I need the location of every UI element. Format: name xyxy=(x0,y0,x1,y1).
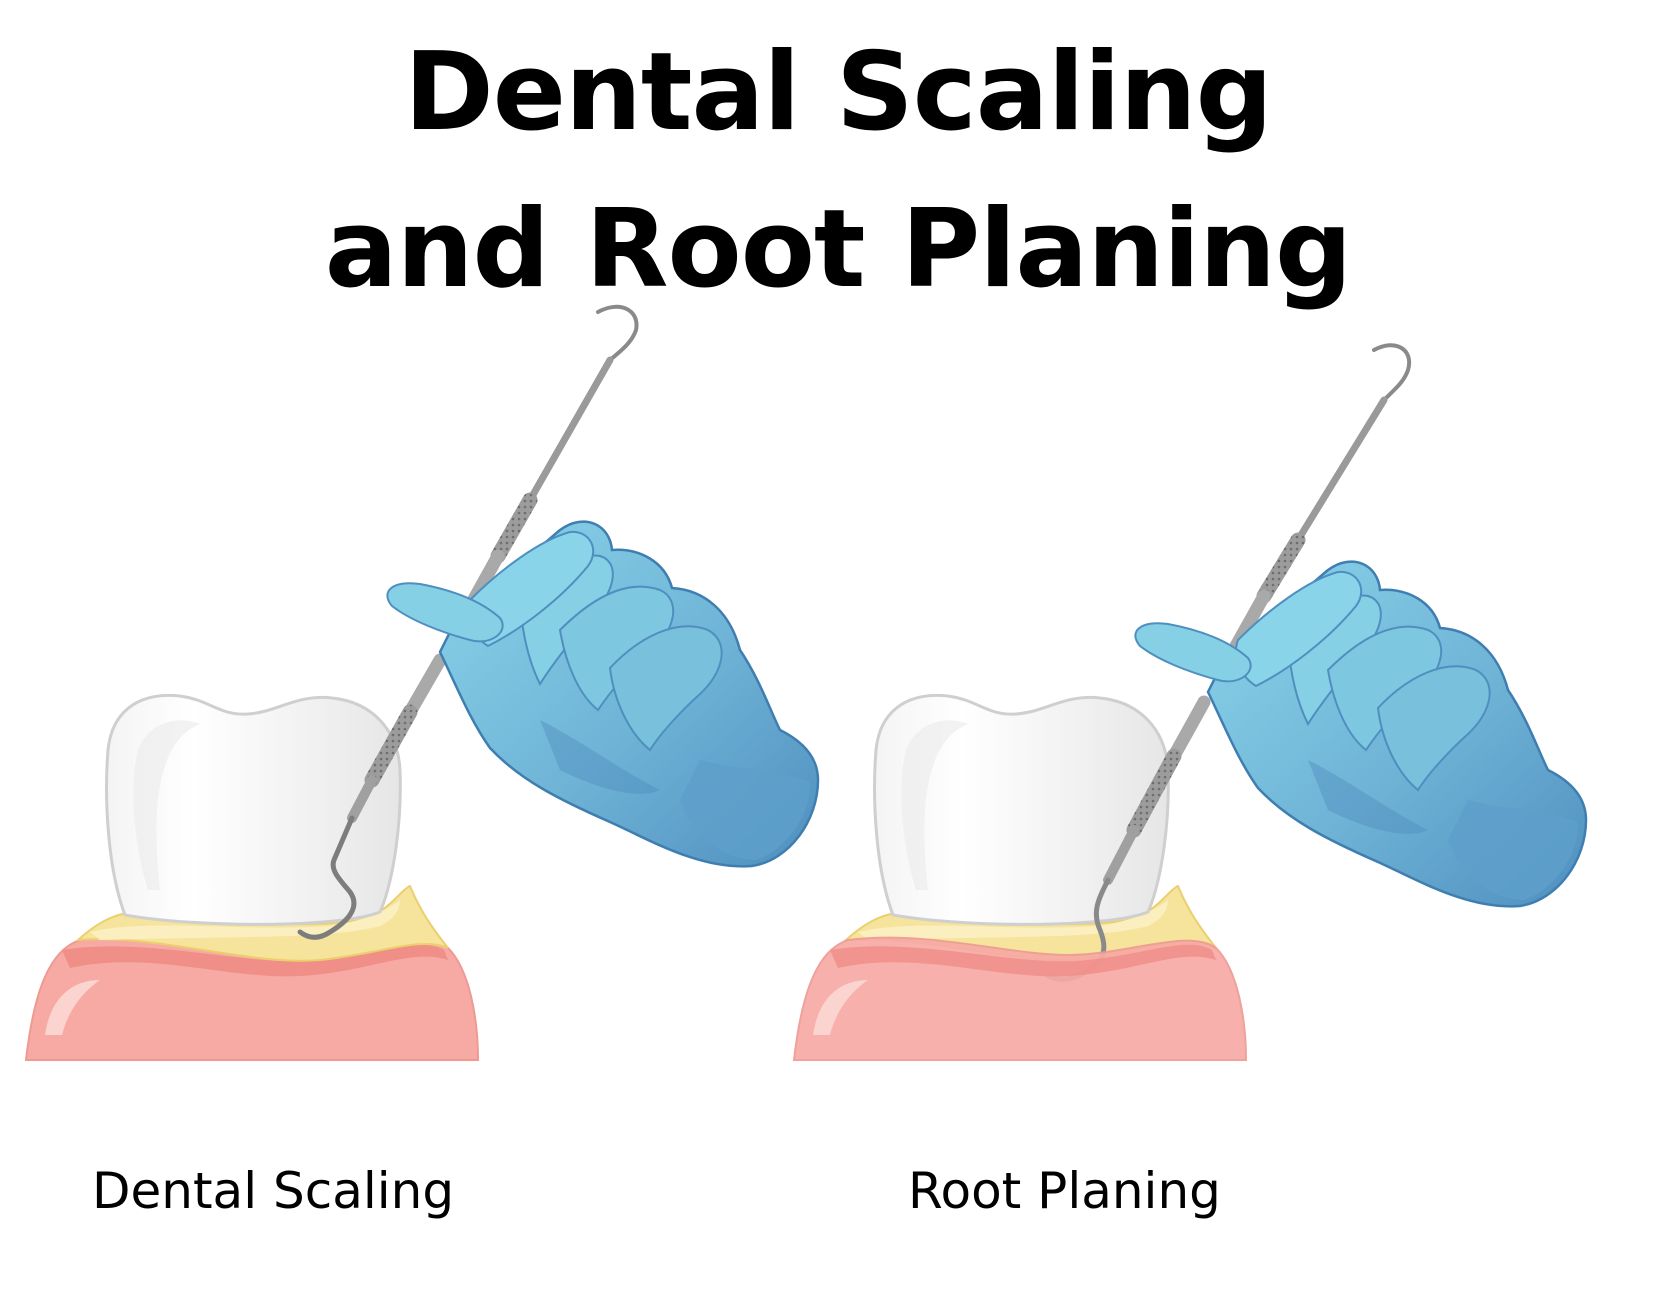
dental-scaling-illustration xyxy=(24,304,820,1061)
dental-scaling-panel: Dental Scaling xyxy=(0,300,838,1260)
page-title: Dental Scaling and Root Planing xyxy=(0,14,1676,328)
dental-scaling-caption: Dental Scaling xyxy=(92,1162,455,1220)
gum-icon xyxy=(792,936,1248,1061)
tooth-icon xyxy=(873,693,1170,926)
root-planing-caption: Root Planing xyxy=(908,1162,1221,1220)
title-line-1: Dental Scaling xyxy=(404,30,1273,155)
root-planing-illustration xyxy=(792,343,1588,1061)
tooth-icon xyxy=(105,693,402,926)
root-planing-panel: Root Planing xyxy=(792,300,1646,1260)
gloved-hand-icon xyxy=(1134,560,1588,908)
gloved-hand-icon xyxy=(386,520,820,868)
title-line-2: and Root Planing xyxy=(324,187,1353,312)
